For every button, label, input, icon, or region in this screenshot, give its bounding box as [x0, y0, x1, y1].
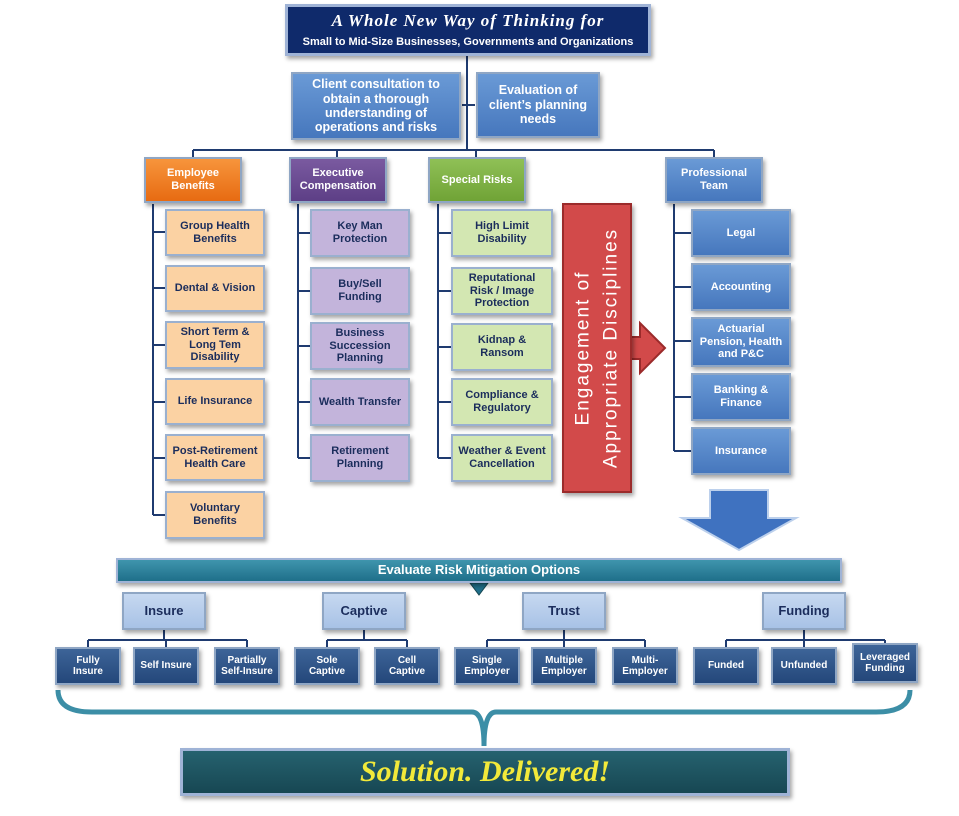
professional-team-header: Professional Team [665, 157, 763, 203]
professional-team-item: Accounting [691, 263, 791, 311]
mitigation-group-insure: Insure [122, 592, 206, 630]
special-risk-item: Weather & Event Cancellation [451, 434, 553, 482]
professional-team-item: Actuarial Pension, Health and P&C [691, 317, 791, 367]
executive-compensation-item: Buy/Sell Funding [310, 267, 410, 315]
engagement-line-2: Appropriate Disciplines [600, 227, 621, 469]
mitigation-option: Multiple Employer [531, 647, 597, 685]
executive-compensation-item: Key Man Protection [310, 209, 410, 257]
employee-benefit-item: Group Health Benefits [165, 209, 265, 256]
special-risks-header: Special Risks [428, 157, 526, 203]
engagement-text: Engagement of Appropriate Disciplines [569, 228, 624, 468]
executive-compensation-item: Business Succession Planning [310, 322, 410, 370]
mitigation-group-funding: Funding [762, 592, 846, 630]
employee-benefit-item: Life Insurance [165, 378, 265, 425]
employee-benefit-item: Voluntary Benefits [165, 491, 265, 539]
mitigation-option: Single Employer [454, 647, 520, 685]
special-risk-item: High Limit Disability [451, 209, 553, 257]
right-arrow-shape [627, 320, 667, 376]
engagement-box: Engagement of Appropriate Disciplines [562, 203, 632, 493]
mitigation-option: Funded [693, 647, 759, 685]
client-consultation-box: Client consultation to obtain a thorough… [291, 72, 461, 140]
evaluation-box: Evaluation of client’s planning needs [476, 72, 600, 138]
mitigation-option: Fully Insure [55, 647, 121, 685]
mitigation-option: Multi-Employer [612, 647, 678, 685]
down-arrow-shape [678, 489, 800, 552]
executive-compensation-header: Executive Compensation [289, 157, 387, 203]
employee-benefit-item: Short Term & Long Tem Disability [165, 321, 265, 369]
professional-team-item: Banking & Finance [691, 373, 791, 421]
mitigation-group-trust: Trust [522, 592, 606, 630]
professional-team-item: Legal [691, 209, 791, 257]
mitigation-option: Unfunded [771, 647, 837, 685]
professional-team-item: Insurance [691, 427, 791, 475]
mitigation-option: Sole Captive [294, 647, 360, 685]
title-main: A Whole New Way of Thinking for [331, 10, 605, 30]
title-subtitle: Small to Mid-Size Businesses, Government… [302, 36, 634, 49]
curly-brace-shape [55, 689, 913, 747]
employee-benefit-item: Post-Retirement Health Care [165, 434, 265, 481]
special-risk-item: Compliance & Regulatory [451, 378, 553, 426]
title-banner: A Whole New Way of Thinking for Small to… [285, 4, 651, 56]
executive-compensation-item: Wealth Transfer [310, 378, 410, 426]
special-risk-item: Reputational Risk / Image Protection [451, 267, 553, 315]
mitigation-option: Leveraged Funding [852, 643, 918, 683]
employee-benefits-header: Employee Benefits [144, 157, 242, 203]
mitigation-group-captive: Captive [322, 592, 406, 630]
executive-compensation-item: Retirement Planning [310, 434, 410, 482]
mitigation-option: Cell Captive [374, 647, 440, 685]
evaluate-risk-mitigation-bar: Evaluate Risk Mitigation Options [116, 558, 842, 583]
mitigation-option: Self Insure [133, 647, 199, 685]
special-risk-item: Kidnap & Ransom [451, 323, 553, 371]
solution-banner: Solution. Delivered! [180, 748, 790, 796]
mitigation-option: Partially Self-Insure [214, 647, 280, 685]
engagement-line-1: Engagement of [572, 270, 594, 426]
employee-benefit-item: Dental & Vision [165, 265, 265, 312]
